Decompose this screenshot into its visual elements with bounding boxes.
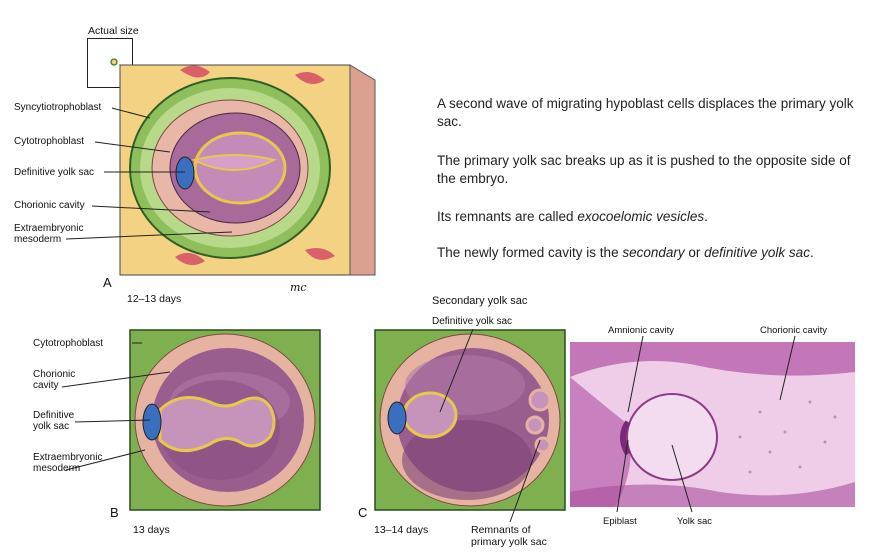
label-yolk-sac: Yolk sac xyxy=(677,516,712,528)
label-epiblast: Epiblast xyxy=(603,516,637,528)
